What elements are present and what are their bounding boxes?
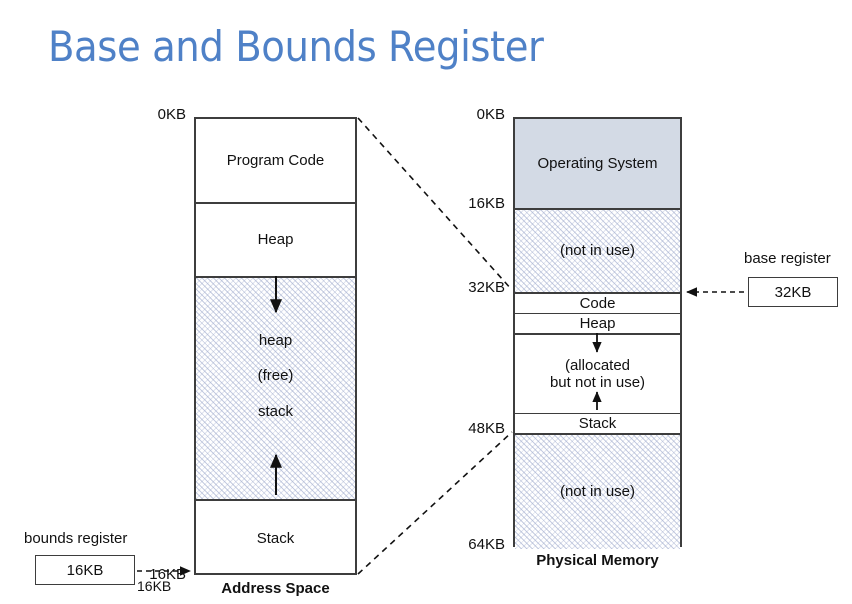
pm-segment-operating-system: Operating System — [515, 119, 680, 208]
pm-segment-not-in-use-lower: (not in use) — [515, 433, 680, 549]
pm-segment-stack: Stack — [515, 413, 680, 433]
pm-allocated-line-1: (allocated — [564, 356, 631, 374]
pm-segment-allocated-not-in-use: (allocated but not in use) — [515, 333, 680, 413]
base-register-label: base register — [744, 250, 831, 267]
pm-allocated-line-2: but not in use) — [549, 374, 646, 391]
as-free-label-stack: stack — [257, 402, 293, 420]
base-register-box[interactable]: 32KB — [748, 277, 838, 307]
pm-segment-not-in-use-lower-label: (not in use) — [559, 483, 636, 501]
physical-memory-column: Operating System (not in use) Code Heap … — [513, 117, 682, 549]
as-segment-heap-label: Heap — [257, 231, 294, 249]
as-segment-program-code: Program Code — [196, 119, 355, 202]
address-space-caption: Address Space — [221, 580, 330, 597]
as-free-label-free: (free) — [257, 367, 294, 385]
as-free-label-heap: heap — [258, 332, 293, 349]
pm-segment-not-in-use-upper-label: (not in use) — [559, 242, 636, 260]
as-segment-stack: Stack — [196, 499, 355, 577]
as-segment-program-code-label: Program Code — [226, 151, 325, 169]
pm-tick-48kb: 48KB — [468, 420, 505, 437]
as-tick-0kb: 0KB — [157, 106, 186, 123]
pm-segment-heap-label: Heap — [579, 314, 616, 332]
pm-segment-heap: Heap — [515, 313, 680, 333]
pm-tick-16kb: 16KB — [468, 195, 505, 212]
as-segment-heap: Heap — [196, 202, 355, 276]
pm-tick-0kb: 0KB — [476, 106, 505, 123]
pm-tick-32kb: 32KB — [468, 279, 505, 296]
bounds-register-label: bounds register — [24, 530, 128, 547]
pm-segment-code: Code — [515, 292, 680, 313]
bounds-register-pointer-label: 16KB — [137, 578, 172, 594]
page-title: Base and Bounds Register — [48, 22, 544, 71]
pm-segment-stack-label: Stack — [578, 414, 617, 432]
pm-segment-code-label: Code — [579, 294, 616, 312]
as-segment-stack-label: Stack — [256, 530, 295, 548]
pm-segment-not-in-use-upper: (not in use) — [515, 208, 680, 292]
pm-segment-operating-system-label: Operating System — [537, 154, 658, 172]
bounds-register-box[interactable]: 16KB — [35, 555, 135, 585]
physical-memory-caption: Physical Memory — [536, 552, 659, 569]
address-space-column: Program Code Heap heap (free) stack Stac… — [194, 117, 357, 575]
as-segment-free-space: heap (free) stack — [196, 276, 355, 499]
pm-tick-64kb: 64KB — [468, 536, 505, 553]
